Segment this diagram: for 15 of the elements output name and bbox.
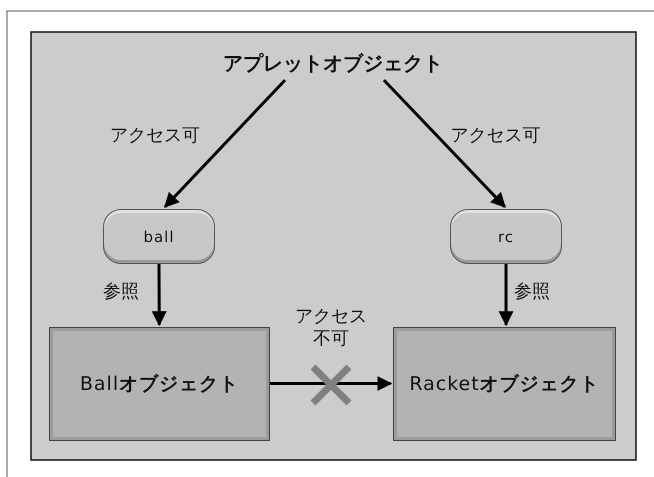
edge-label: アクセス不可 <box>294 306 368 351</box>
variable-pill: rc <box>450 209 562 264</box>
edge-label: アクセス可 <box>110 125 200 148</box>
arrow <box>152 264 167 326</box>
edge-label: 参照 <box>103 281 140 304</box>
edge-label: 参照 <box>514 281 550 304</box>
arrow <box>270 376 392 392</box>
heading-text: アプレットオブジェクト <box>210 48 456 78</box>
arrow <box>498 264 514 326</box>
arrow <box>164 79 286 208</box>
variable-pill: ball <box>103 209 215 264</box>
object-box: Racketオブジェクト <box>393 327 616 441</box>
arrow <box>382 79 506 208</box>
edge-label: アクセス可 <box>450 125 540 148</box>
object-box: Ballオブジェクト <box>49 327 270 441</box>
